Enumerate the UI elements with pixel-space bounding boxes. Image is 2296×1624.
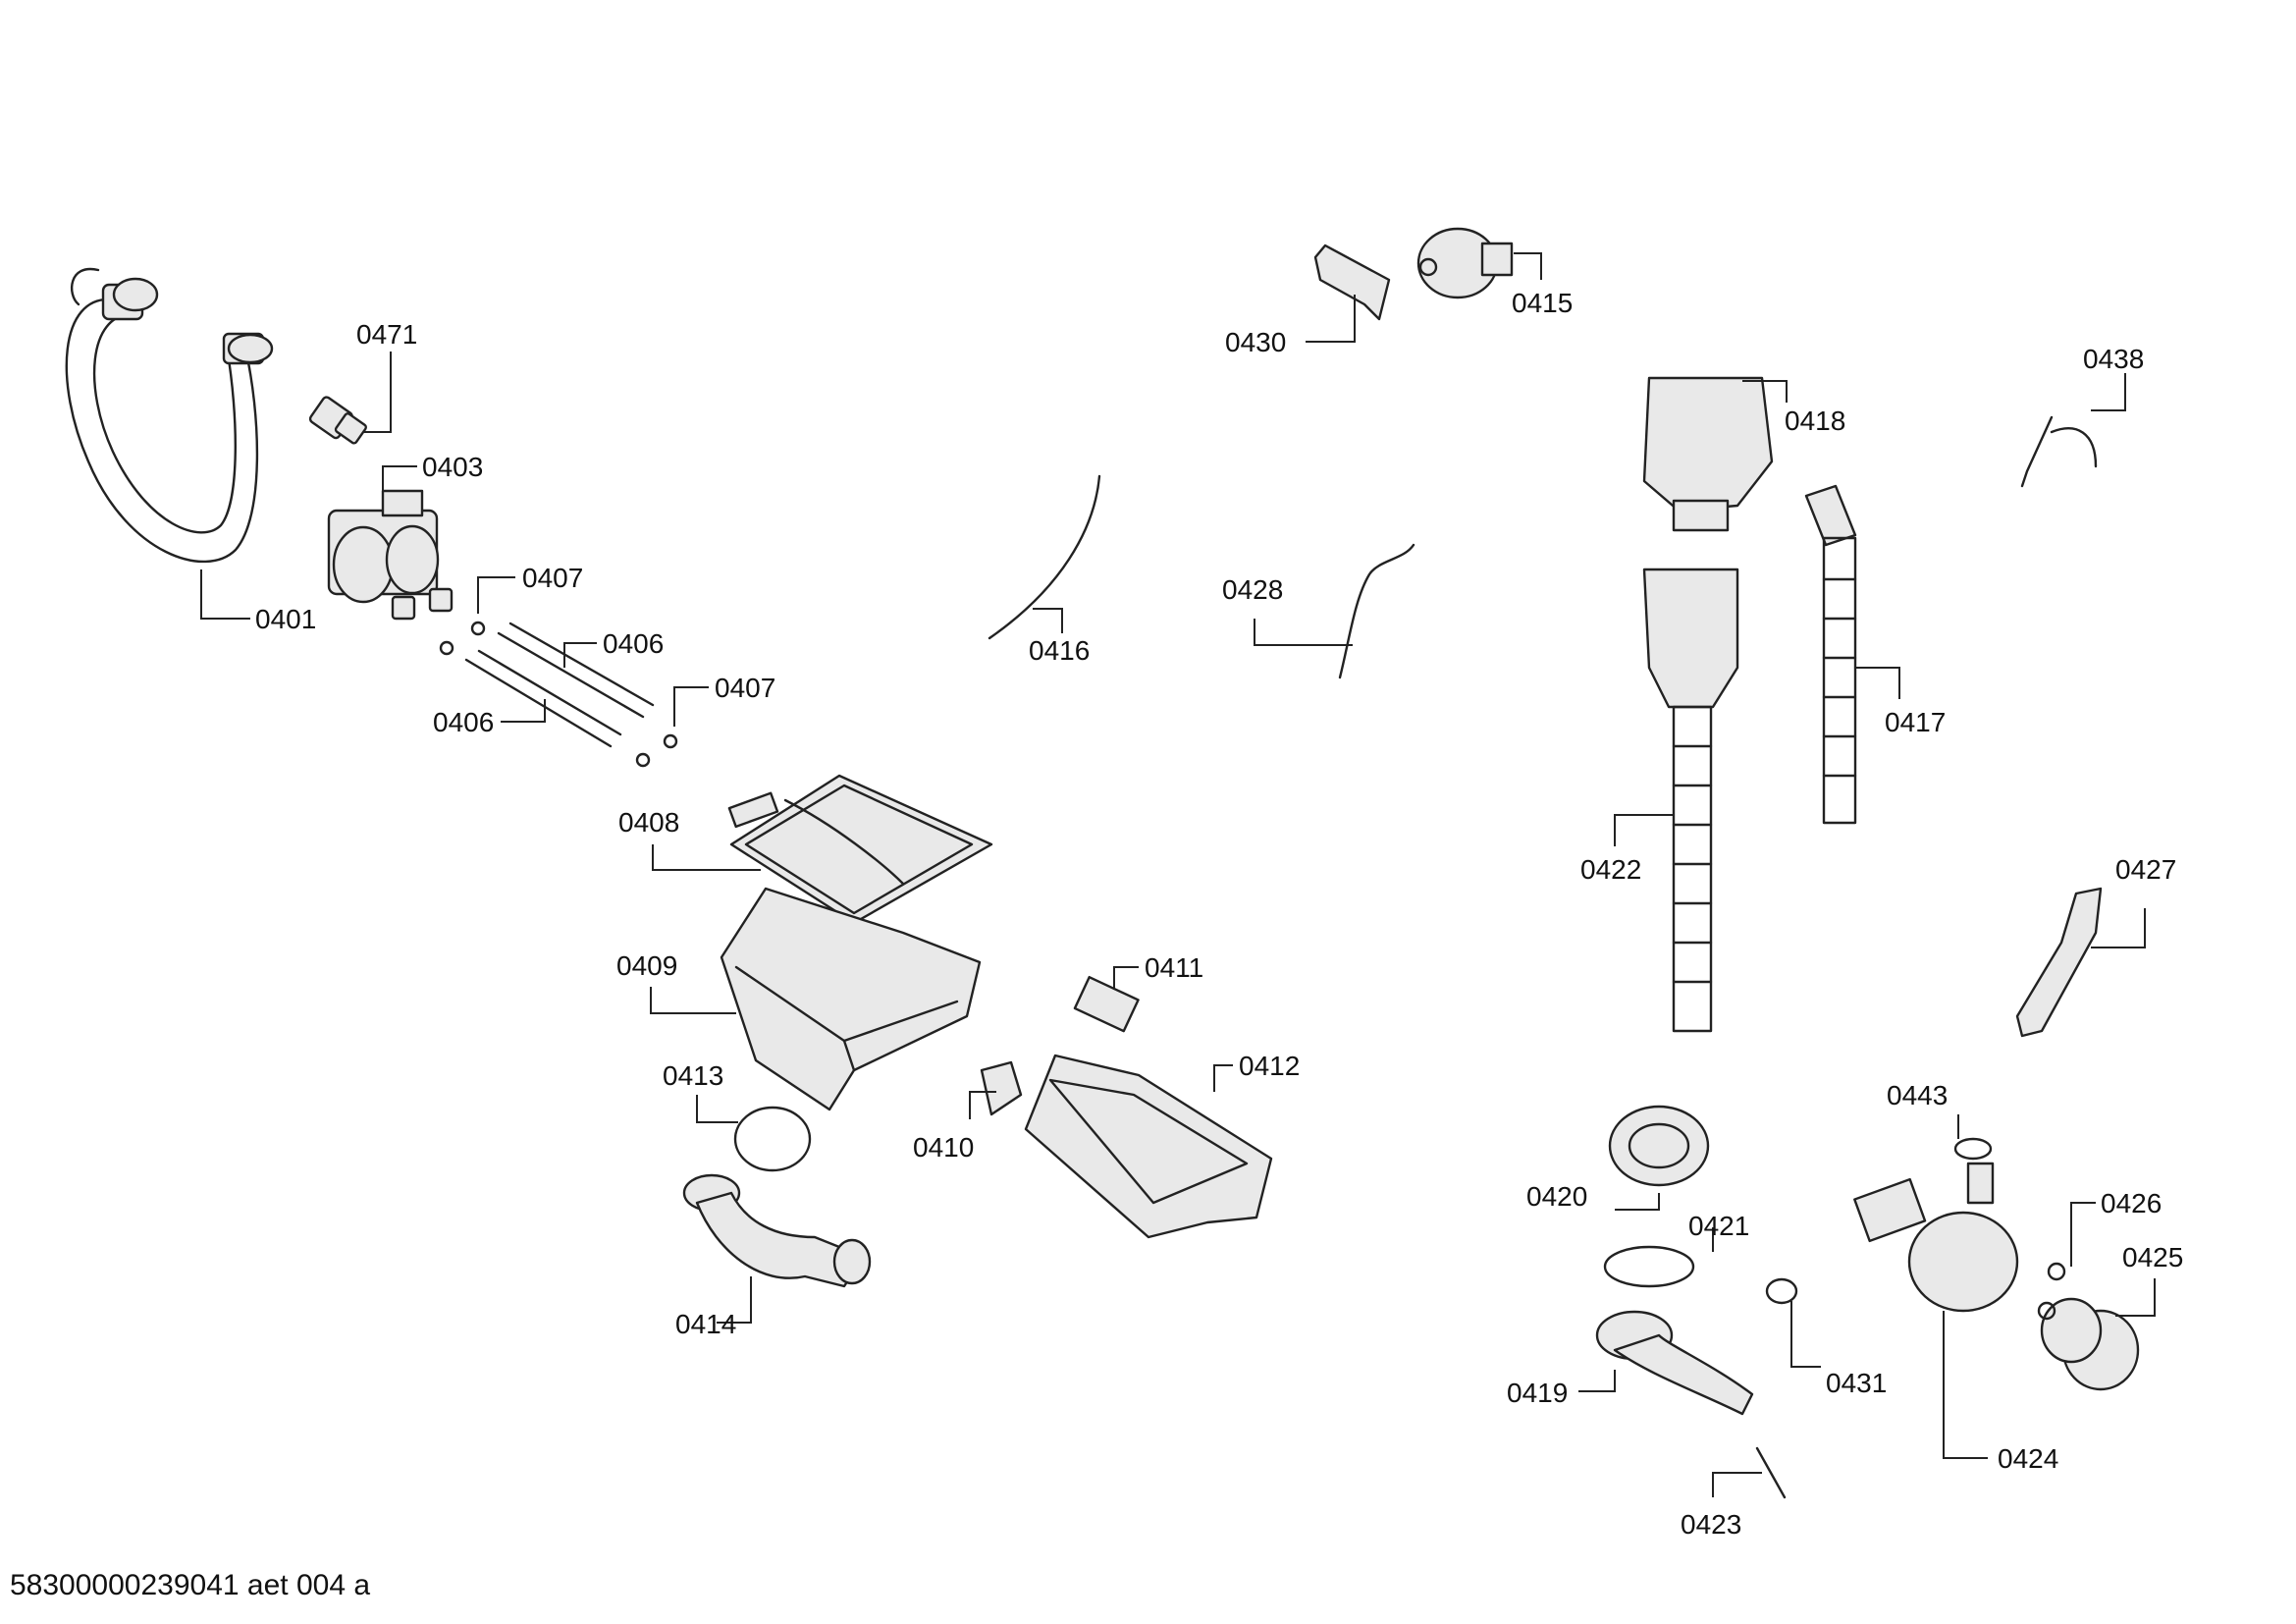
leader-0417 xyxy=(1855,667,1900,699)
label-0417: 0417 xyxy=(1885,707,1946,737)
leader-0422 xyxy=(1614,814,1674,846)
leader-0406-a xyxy=(563,642,597,668)
part-0425-filter xyxy=(2040,1297,2140,1391)
label-0414: 0414 xyxy=(675,1309,736,1339)
leader-0401 xyxy=(200,569,250,620)
label-0421: 0421 xyxy=(1688,1211,1749,1241)
label-0427: 0427 xyxy=(2115,854,2176,885)
part-0471-fitting xyxy=(308,396,367,445)
label-0408: 0408 xyxy=(618,807,679,838)
part-0412-drawer xyxy=(1024,1054,1273,1239)
part-0443-clip xyxy=(1953,1137,1993,1161)
leader-0424 xyxy=(1943,1311,1988,1459)
part-0417-corrugated-hose xyxy=(1804,484,1857,825)
part-0420-seal xyxy=(1608,1105,1710,1187)
label-0418: 0418 xyxy=(1785,406,1845,436)
part-0426-fittings xyxy=(2037,1262,2066,1321)
label-0407-a: 0407 xyxy=(522,563,583,593)
part-0415-pressure-sensor xyxy=(1416,227,1514,299)
leader-0416 xyxy=(1033,608,1063,633)
label-0412: 0412 xyxy=(1239,1051,1300,1081)
leader-0407-a xyxy=(477,576,515,614)
label-0409: 0409 xyxy=(616,950,677,981)
leader-0403 xyxy=(382,465,417,496)
part-0414-bellows-hose xyxy=(682,1173,872,1288)
label-0406-b: 0406 xyxy=(433,707,494,737)
label-0428: 0428 xyxy=(1222,574,1283,605)
label-0471: 0471 xyxy=(356,319,417,350)
part-0416-thin-hose xyxy=(988,474,1101,640)
label-0401: 0401 xyxy=(255,604,316,634)
label-0415: 0415 xyxy=(1512,288,1573,318)
part-0430-bracket xyxy=(1313,244,1391,321)
part-0413-seal-ring xyxy=(733,1106,812,1172)
label-0426: 0426 xyxy=(2101,1188,2162,1218)
part-0409-dispenser-housing xyxy=(720,887,982,1111)
label-0406-a: 0406 xyxy=(603,628,664,659)
label-0425: 0425 xyxy=(2122,1242,2183,1272)
part-0419-sump-hose xyxy=(1595,1310,1754,1416)
part-0423-rod xyxy=(1755,1446,1787,1499)
part-0422-drain-hose xyxy=(1642,568,1739,1033)
leader-0415 xyxy=(1514,252,1542,280)
part-0431-clip xyxy=(1765,1277,1798,1305)
leader-0428 xyxy=(1254,619,1353,646)
leader-0431 xyxy=(1790,1301,1821,1368)
label-0407-b: 0407 xyxy=(715,673,775,703)
part-0418-chamber xyxy=(1642,376,1774,532)
label-0431: 0431 xyxy=(1826,1368,1887,1398)
label-0423: 0423 xyxy=(1681,1509,1741,1540)
leader-0425 xyxy=(2115,1278,2156,1317)
leader-0419 xyxy=(1578,1370,1616,1392)
leader-0409 xyxy=(650,987,736,1014)
label-0443: 0443 xyxy=(1887,1080,1948,1110)
leader-0423 xyxy=(1712,1472,1762,1497)
leader-0438 xyxy=(2091,373,2126,411)
label-0438: 0438 xyxy=(2083,344,2144,374)
leader-0471 xyxy=(363,352,392,433)
part-0401-inlet-hose xyxy=(65,267,274,564)
part-0421-clamp xyxy=(1603,1245,1695,1288)
leader-0414 xyxy=(717,1276,752,1324)
label-0419: 0419 xyxy=(1507,1378,1568,1408)
leader-0420 xyxy=(1615,1193,1660,1211)
label-0410: 0410 xyxy=(913,1132,974,1163)
part-0428-hose xyxy=(1338,543,1415,679)
label-0422: 0422 xyxy=(1580,854,1641,885)
leader-0418 xyxy=(1742,380,1788,403)
part-0403-valve xyxy=(327,489,454,621)
part-0407-clamps-a xyxy=(439,621,486,656)
document-id: 58300000239041 aet 004 a xyxy=(10,1569,371,1601)
part-0427-plate xyxy=(2015,887,2103,1038)
part-0406-tubes xyxy=(464,622,655,748)
leader-0410 xyxy=(969,1091,996,1119)
leader-0426 xyxy=(2070,1202,2096,1267)
leader-0430 xyxy=(1306,295,1356,343)
part-0438-hook xyxy=(2020,415,2098,488)
leader-0407-b xyxy=(673,686,709,727)
label-0416: 0416 xyxy=(1029,635,1090,666)
part-0407-clamps-b xyxy=(635,733,678,768)
label-0420: 0420 xyxy=(1526,1181,1587,1212)
leader-0411 xyxy=(1113,966,1139,990)
part-0410-cover xyxy=(980,1060,1023,1116)
leader-0413 xyxy=(696,1095,738,1123)
label-0424: 0424 xyxy=(1998,1443,2058,1474)
leader-0408 xyxy=(652,844,761,871)
leader-0412 xyxy=(1213,1064,1233,1092)
label-0411: 0411 xyxy=(1145,952,1203,983)
label-0403: 0403 xyxy=(422,452,483,482)
label-0413: 0413 xyxy=(663,1060,723,1091)
label-0430: 0430 xyxy=(1225,327,1286,357)
leader-0406-b xyxy=(501,699,546,723)
leader-0427 xyxy=(2091,908,2146,948)
part-0424-pump xyxy=(1853,1162,2019,1313)
part-0408-dispenser-lid xyxy=(727,774,993,925)
part-0411-latch xyxy=(1073,975,1140,1033)
